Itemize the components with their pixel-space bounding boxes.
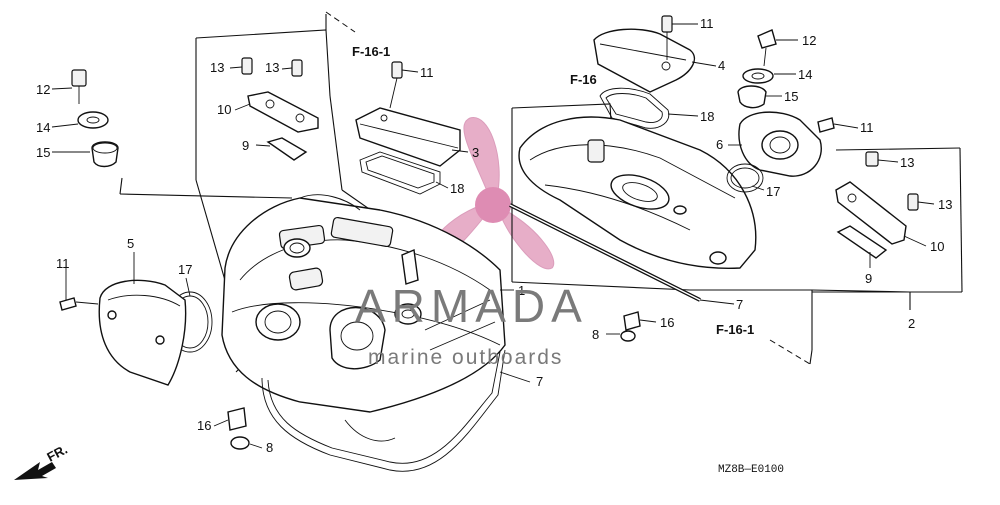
fasteners-small [227, 311, 641, 450]
callout-15: 15 [36, 145, 50, 160]
callout-16: 16 [197, 418, 211, 433]
callout-4: 4 [718, 58, 725, 73]
breather-left [241, 57, 319, 161]
callout-14: 14 [36, 120, 50, 135]
callout-1: 1 [518, 283, 525, 298]
callout-8: 8 [266, 440, 273, 455]
callout-11: 11 [700, 16, 714, 31]
side-cover-left [59, 279, 213, 386]
callout-12: 12 [802, 33, 816, 48]
callout-9: 9 [242, 138, 249, 153]
propeller-blade-right [499, 209, 555, 270]
callout-17: 17 [766, 184, 780, 199]
section-ref-f16-1-bottom: F-16-1 [716, 322, 754, 337]
propeller-blade-top [463, 117, 500, 199]
front-marker: FR. [14, 442, 70, 480]
callout-9: 9 [865, 271, 872, 286]
gasket-lower [261, 349, 506, 472]
upper-cover-4 [593, 15, 695, 93]
callout-leaders [51, 23, 935, 449]
callout-11: 11 [56, 256, 70, 271]
callout-7: 7 [536, 374, 543, 389]
callout-10: 10 [217, 102, 231, 117]
breather-right [835, 151, 919, 259]
callout-14: 14 [798, 67, 812, 82]
callout-15: 15 [784, 89, 798, 104]
section-ref-f16-1-top: F-16-1 [352, 44, 390, 59]
head-cover-right [518, 116, 757, 269]
gasket-18-right [599, 87, 670, 129]
bolt-set-left [71, 69, 119, 168]
callout-18: 18 [450, 181, 464, 196]
callout-8: 8 [592, 327, 599, 342]
watermark-title: ARMADA [355, 280, 588, 332]
callout-13: 13 [210, 60, 224, 75]
callout-18: 18 [700, 109, 714, 124]
callout-2: 2 [908, 316, 915, 331]
callout-labels: 12 14 15 5 11 17 13 13 10 9 11 3 18 1 7 … [36, 16, 952, 455]
callout-16: 16 [660, 315, 674, 330]
callout-6: 6 [716, 137, 723, 152]
bolt-set-right [737, 29, 777, 109]
callout-17: 17 [178, 262, 192, 277]
callout-5: 5 [127, 236, 134, 251]
callout-3: 3 [472, 145, 479, 160]
callout-13: 13 [900, 155, 914, 170]
callout-11: 11 [420, 65, 434, 80]
head-cover-main [221, 194, 506, 413]
propeller-hub [475, 187, 511, 223]
callout-11: 11 [860, 120, 874, 135]
cap-6 [726, 111, 835, 193]
callout-7: 7 [736, 297, 743, 312]
watermark-subtitle: marine outboards [368, 346, 563, 369]
callout-10: 10 [930, 239, 944, 254]
section-ref-f16: F-16 [570, 72, 597, 87]
front-marker-label: FR. [44, 442, 70, 465]
callout-13: 13 [265, 60, 279, 75]
callout-12: 12 [36, 82, 50, 97]
diagram-code: MZ8B—E0100 [718, 464, 784, 476]
callout-13: 13 [938, 197, 952, 212]
plate-3 [355, 61, 461, 167]
gasket-strip-right [509, 203, 701, 302]
